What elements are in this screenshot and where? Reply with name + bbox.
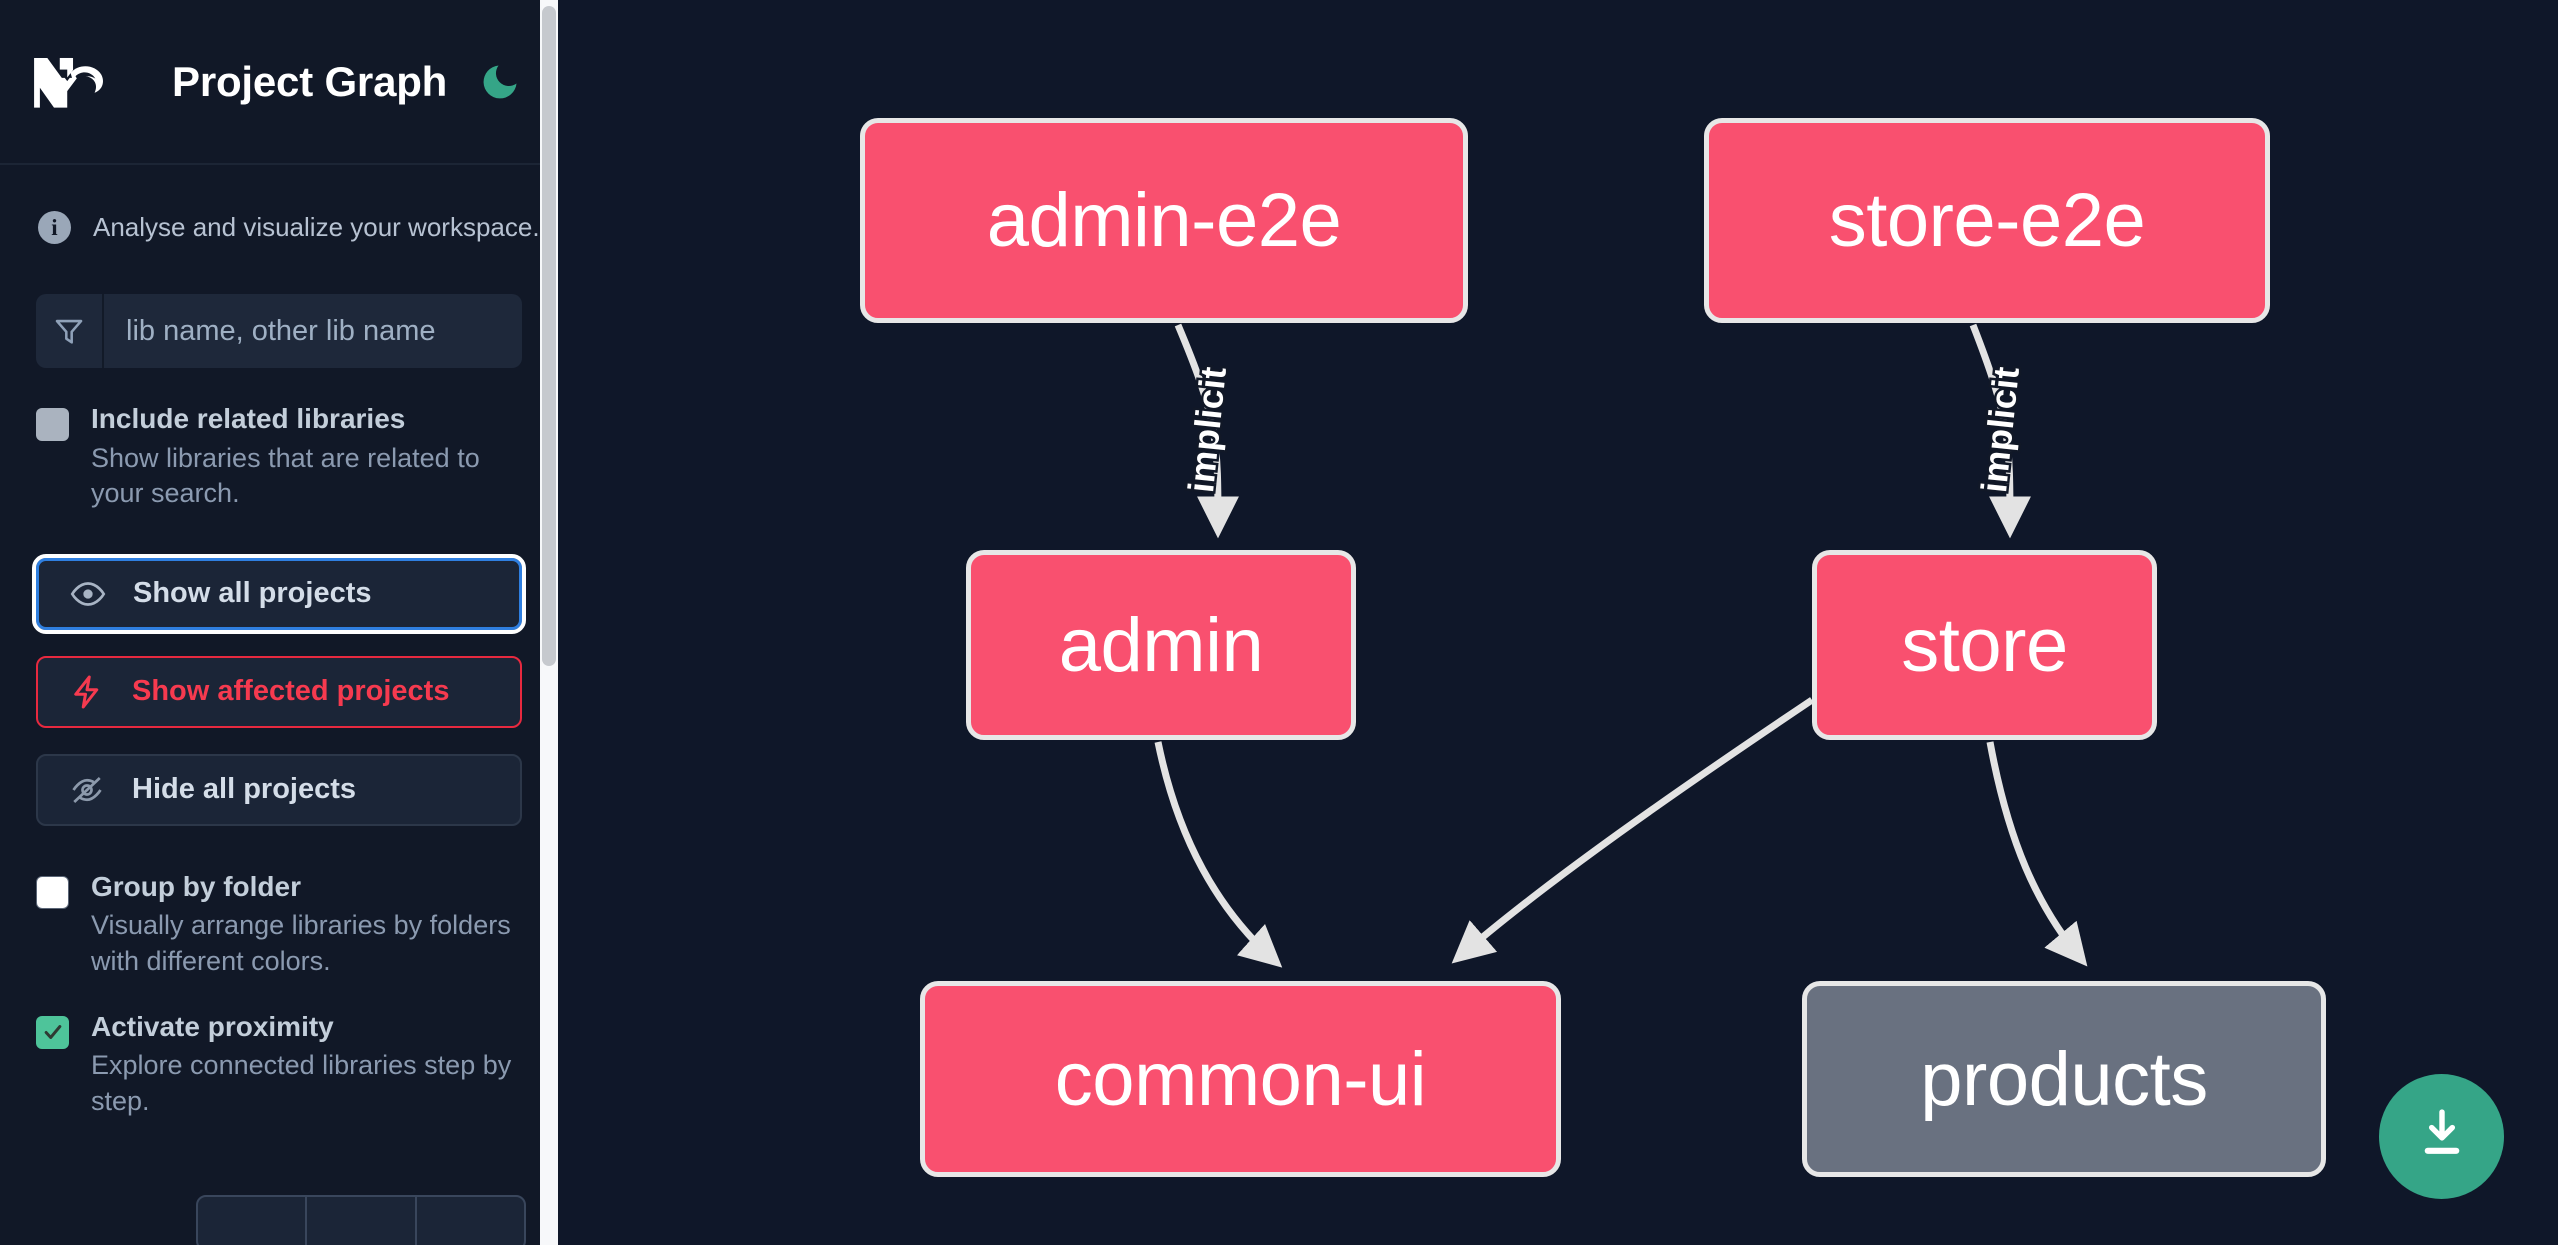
filter-funnel-icon (36, 294, 104, 368)
sidebar-scrollbar-thumb[interactable] (542, 6, 556, 666)
node-label: admin-e2e (986, 178, 1342, 263)
option-title: Group by folder (91, 870, 301, 902)
edge-label-implicit: implicit (1180, 365, 1234, 495)
graph-canvas[interactable]: implicit implicit admin-e2e store-e2e ad… (558, 0, 2558, 1245)
stepper-segment-value[interactable] (307, 1197, 417, 1245)
app-title: Project Graph (172, 57, 448, 105)
node-label: products (1920, 1036, 2208, 1122)
sidebar: Project Graph i Analyse and visualize yo… (0, 0, 558, 1245)
option-title: Include related libraries (91, 403, 406, 434)
node-label: common-ui (1054, 1036, 1427, 1122)
eye-icon (69, 575, 107, 613)
sidebar-scrollbar-track[interactable] (540, 0, 558, 1245)
show-affected-projects-button[interactable]: Show affected projects (36, 655, 522, 728)
graph-node-admin[interactable]: admin (966, 550, 1356, 740)
stepper-segment-decrease[interactable] (198, 1197, 308, 1245)
graph-node-store[interactable]: store (1812, 550, 2157, 740)
node-label: store (1901, 602, 2068, 688)
option-description: Visually arrange libraries by folders wi… (91, 910, 511, 977)
proximity-stepper-control[interactable] (196, 1195, 526, 1245)
moon-icon[interactable] (476, 58, 524, 106)
node-label: admin (1058, 602, 1264, 688)
option-title: Activate proximity (91, 1010, 334, 1042)
nx-logo-icon (32, 53, 124, 111)
info-icon: i (38, 211, 71, 244)
show-affected-projects-label: Show affected projects (132, 675, 450, 708)
checkbox-activate-proximity[interactable] (36, 1015, 69, 1049)
option-group-by-folder[interactable]: Group by folder Visually arrange librari… (36, 870, 522, 980)
sidebar-header: Project Graph (0, 0, 558, 165)
node-label: store-e2e (1828, 178, 2146, 263)
checkbox-include-related-libraries[interactable] (36, 408, 69, 441)
graph-node-admin-e2e[interactable]: admin-e2e (860, 118, 1468, 323)
download-icon (2411, 1103, 2473, 1170)
hide-all-projects-button[interactable]: Hide all projects (36, 753, 522, 826)
filter-row (36, 294, 522, 368)
option-description: Explore connected libraries step by step… (91, 1050, 512, 1116)
lightning-bolt-icon (68, 673, 106, 711)
graph-node-products[interactable]: products (1802, 981, 2326, 1177)
show-all-projects-button[interactable]: Show all projects (32, 553, 526, 634)
graph-node-store-e2e[interactable]: store-e2e (1704, 118, 2270, 323)
stepper-segment-increase[interactable] (417, 1197, 524, 1245)
graph-edges: implicit implicit (1154, 323, 2088, 968)
edge-label-implicit: implicit (1973, 365, 2027, 495)
graph-node-common-ui[interactable]: common-ui (920, 981, 1561, 1177)
sidebar-body: i Analyse and visualize your workspace. … (0, 211, 558, 1120)
search-input[interactable] (104, 294, 522, 368)
tagline-text: Analyse and visualize your workspace. (93, 212, 540, 242)
eye-off-icon (68, 771, 106, 809)
option-include-related-libraries[interactable]: Include related libraries Show libraries… (36, 402, 522, 512)
tagline: i Analyse and visualize your workspace. (38, 211, 540, 244)
checkbox-group-by-folder[interactable] (36, 875, 69, 909)
download-graph-button[interactable] (2379, 1074, 2504, 1199)
option-activate-proximity[interactable]: Activate proximity Explore connected lib… (36, 1010, 522, 1120)
show-all-projects-label: Show all projects (133, 577, 372, 610)
hide-all-projects-label: Hide all projects (132, 773, 357, 806)
option-description: Show libraries that are related to your … (91, 442, 480, 509)
